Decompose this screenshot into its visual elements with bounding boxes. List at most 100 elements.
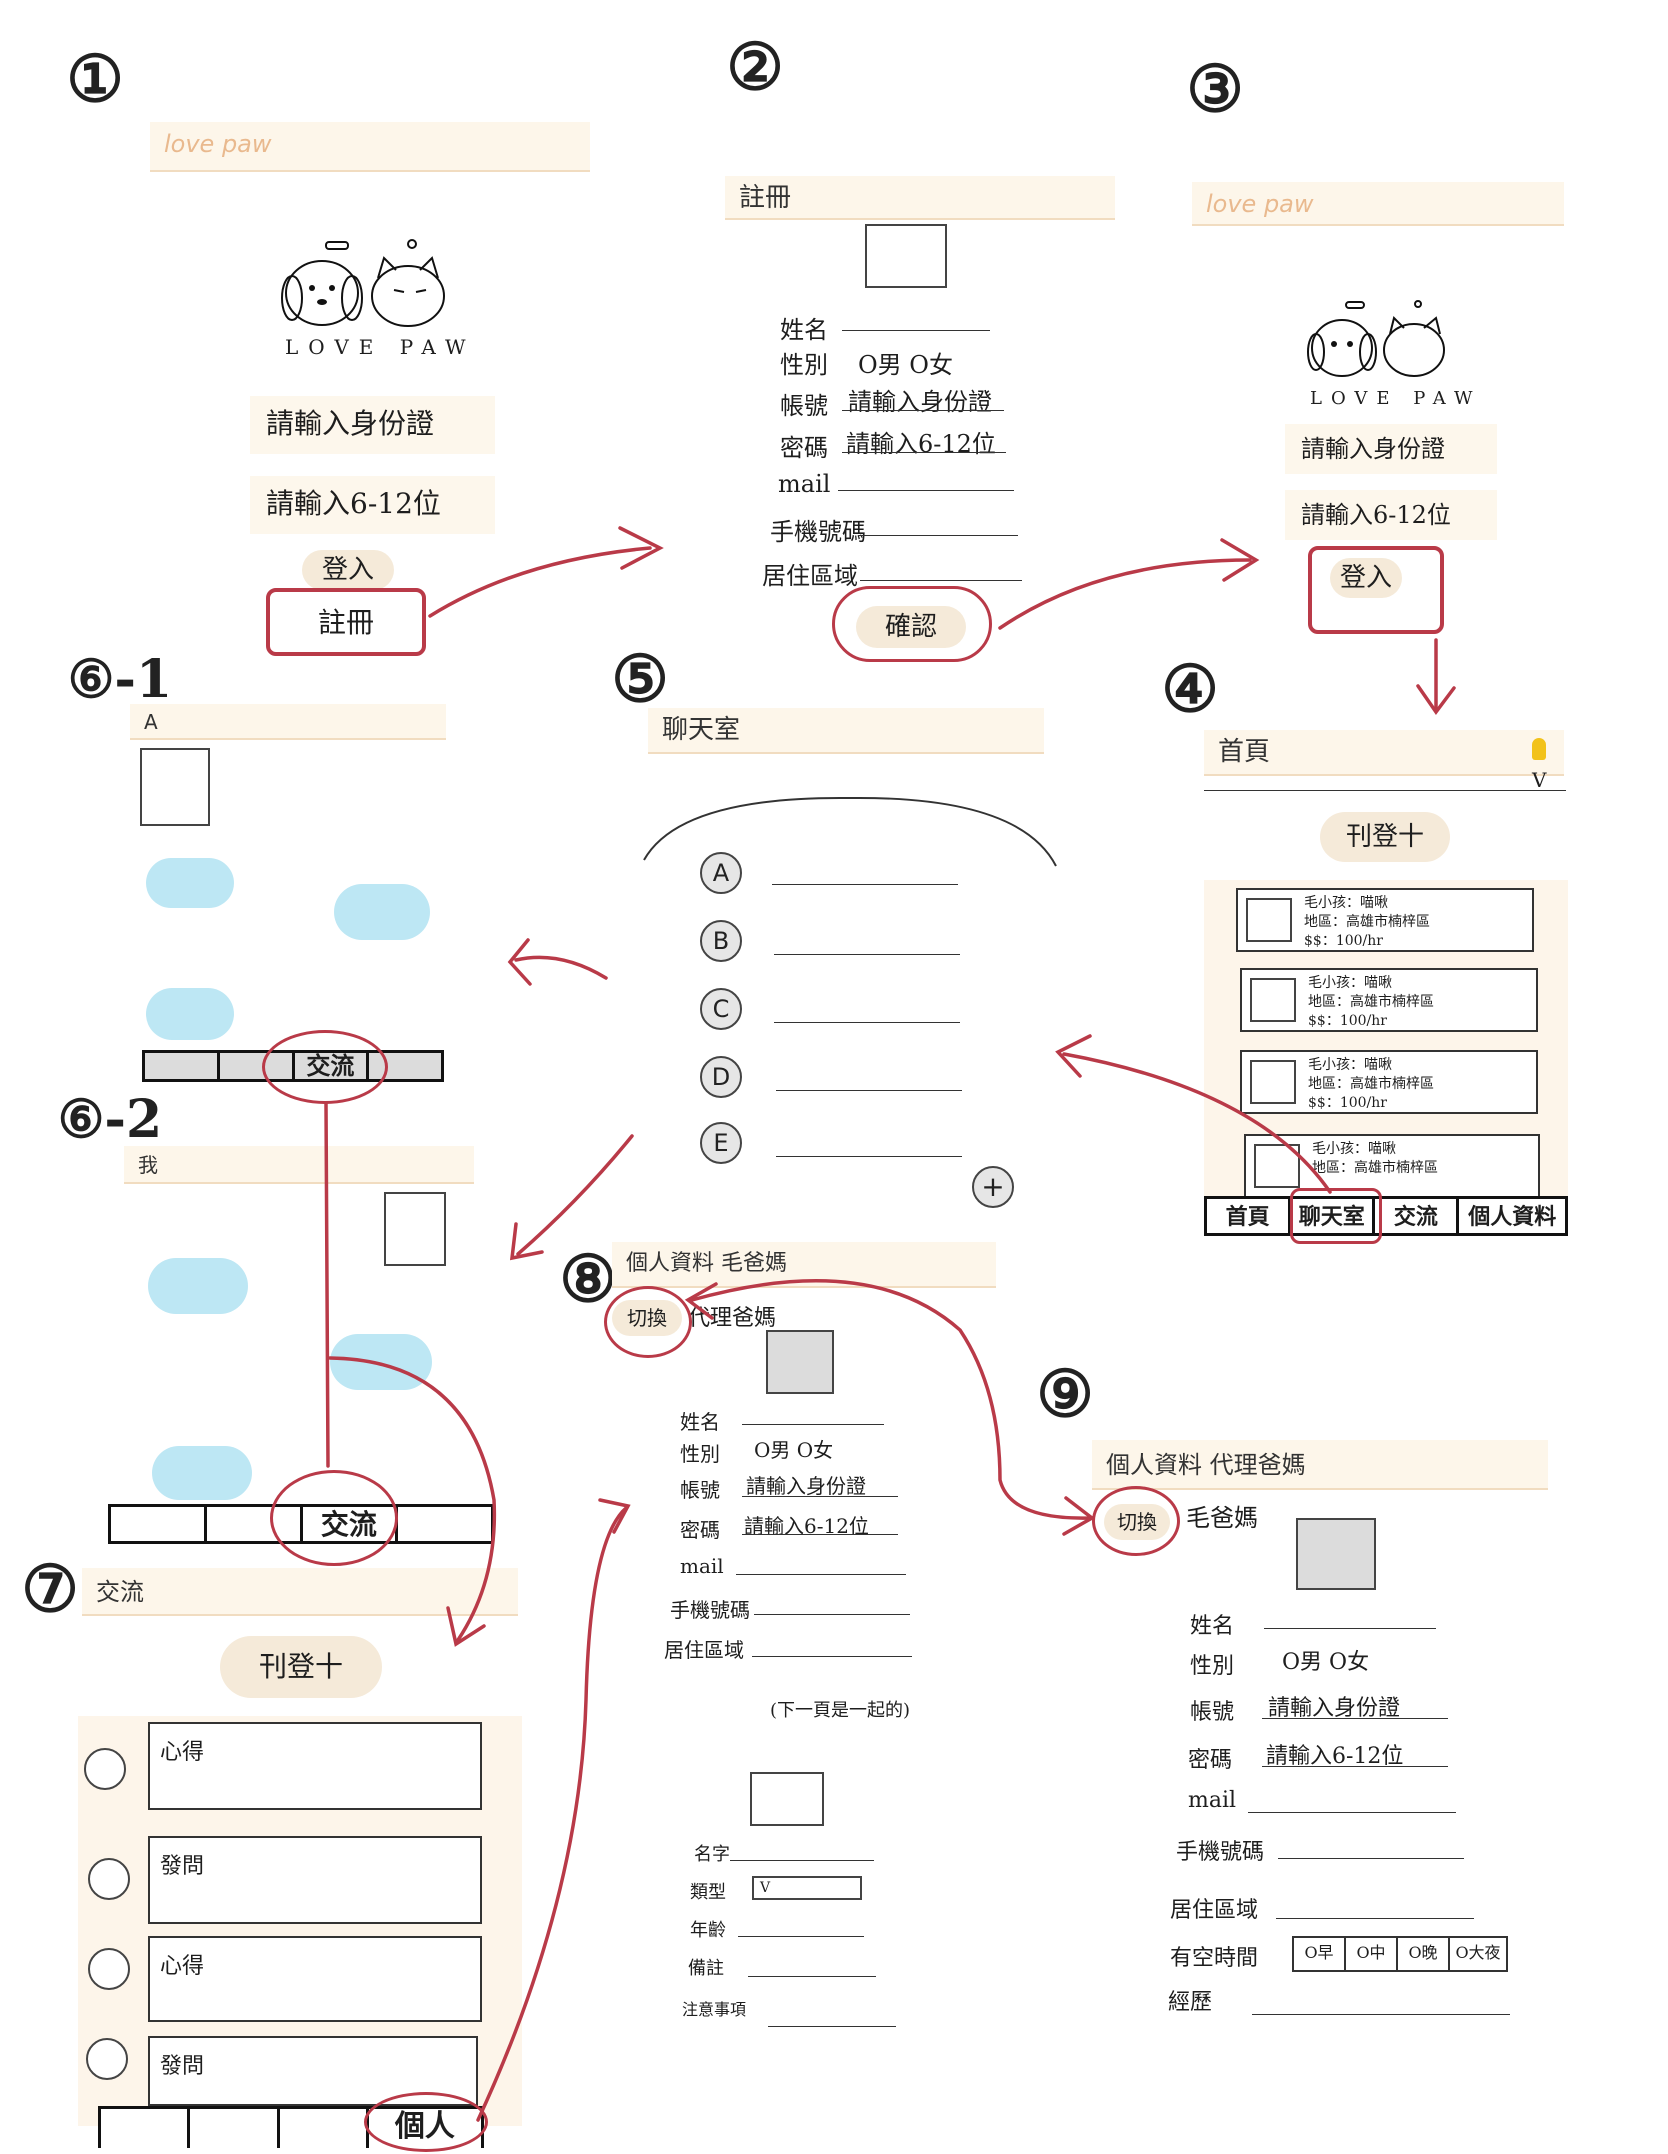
chat-a-image-placeholder[interactable] — [140, 748, 210, 826]
pet-type-dropdown[interactable]: V — [752, 1876, 862, 1900]
forum-post-button[interactable]: 刊登十 — [220, 1636, 382, 1698]
register-phone-line[interactable] — [858, 535, 1018, 536]
agent-name-line[interactable] — [1264, 1628, 1436, 1629]
pet-card[interactable]: 毛小孩：喵啾 地區：高雄市楠梓區 $$：100/hr — [1240, 1050, 1538, 1114]
profile-owner-avatar[interactable] — [766, 1330, 834, 1394]
arrow-home-to-chat — [1062, 1052, 1332, 1194]
owner-mail-line[interactable] — [736, 1574, 906, 1575]
logo-text: LOVE PAW — [285, 335, 476, 359]
register-area-line[interactable] — [860, 580, 1022, 581]
agent-label-name: 姓名 — [1190, 1614, 1235, 1639]
home-tab-bar: 首頁 聊天室 交流 個人資料 — [1204, 1196, 1568, 1236]
profile-switch-target: 毛爸媽 — [1186, 1504, 1258, 1532]
time-option-noon[interactable]: O中 — [1346, 1938, 1398, 1970]
post-avatar[interactable] — [88, 1948, 130, 1990]
line-a-to-forum — [324, 1102, 330, 1468]
owner-area-line[interactable] — [752, 1656, 912, 1657]
home-post-button[interactable]: 刊登十 — [1320, 812, 1450, 862]
post-type: 心得 — [160, 1740, 205, 1765]
contact-line — [776, 1156, 962, 1157]
time-option-late-night[interactable]: O大夜 — [1455, 1943, 1501, 1962]
login2-id-input[interactable]: 請輸入身份證 — [1285, 424, 1497, 474]
contact-avatar-c[interactable]: C — [700, 988, 742, 1030]
confirm-highlight — [832, 586, 992, 662]
arrow-chat-to-a — [514, 955, 608, 980]
time-option-evening[interactable]: O晚 — [1398, 1938, 1450, 1970]
register-avatar-placeholder[interactable] — [865, 224, 947, 288]
post-card[interactable]: 發問 — [148, 1836, 482, 1924]
bell-icon[interactable] — [1532, 738, 1546, 760]
owner-phone-line[interactable] — [754, 1614, 910, 1615]
home-dropdown[interactable]: V — [1532, 768, 1547, 792]
post-card[interactable]: 心得 — [148, 1936, 482, 2022]
pet-card[interactable]: 毛小孩：喵啾 地區：高雄市楠梓區 $$：100/hr — [1240, 968, 1538, 1032]
agent-experience-line[interactable] — [1252, 2014, 1510, 2015]
contact-avatar-b[interactable]: B — [700, 920, 742, 962]
login2-button[interactable]: 登入 — [1330, 558, 1402, 598]
chat-bubble-left — [152, 1446, 252, 1500]
post-avatar[interactable] — [86, 2038, 128, 2080]
add-chat-button[interactable]: + — [972, 1166, 1014, 1208]
register-button[interactable]: 註冊 — [266, 588, 426, 656]
pet-name-line[interactable] — [730, 1860, 874, 1861]
switch-highlight — [1092, 1486, 1180, 1556]
agent-account-input[interactable]: 請輸入身份證 — [1268, 1696, 1401, 1721]
tab-empty[interactable] — [145, 1053, 220, 1079]
register-label-mail: mail — [778, 470, 831, 498]
post-avatar[interactable] — [84, 1748, 126, 1790]
agent-mail-line[interactable] — [1248, 1812, 1456, 1813]
register-mail-line[interactable] — [838, 490, 1014, 491]
agent-area-line[interactable] — [1276, 1918, 1474, 1919]
pet-age-line[interactable] — [738, 1936, 864, 1937]
post-avatar[interactable] — [88, 1858, 130, 1900]
register-account-input[interactable]: 請輸入身份證 — [848, 388, 992, 416]
tab-empty[interactable] — [111, 1507, 207, 1541]
login2-password-input[interactable]: 請輸入6-12位 — [1285, 490, 1497, 540]
login-button[interactable]: 登入 — [302, 550, 394, 590]
profile-agent-header: 個人資料 代理爸媽 — [1092, 1440, 1548, 1490]
pet-card[interactable]: 毛小孩：喵啾 地區：高雄市楠梓區 — [1244, 1134, 1540, 1198]
login-password-input[interactable]: 請輸入6-12位 — [250, 476, 495, 534]
pet-logo-icon — [1307, 300, 1445, 377]
contact-avatar-d[interactable]: D — [700, 1056, 742, 1098]
card-pet-name: 毛小孩：喵啾 — [1308, 1057, 1392, 1073]
agent-label-mail: mail — [1188, 1788, 1237, 1813]
agent-gender-options[interactable]: O男 O女 — [1282, 1650, 1370, 1675]
pet-card[interactable]: 毛小孩：喵啾 地區：高雄市楠梓區 $$：100/hr — [1236, 888, 1534, 952]
tab-home[interactable]: 首頁 — [1207, 1199, 1292, 1233]
owner-name-line[interactable] — [742, 1424, 884, 1425]
arrow-forum-to-profile — [476, 1506, 628, 2122]
contact-avatar-a[interactable]: A — [700, 852, 742, 894]
pet-photo-placeholder[interactable] — [750, 1772, 824, 1826]
card-area: 地區：高雄市楠梓區 — [1308, 1076, 1434, 1092]
owner-account-input[interactable]: 請輸入身份證 — [746, 1474, 866, 1498]
card-pet-name: 毛小孩：喵啾 — [1312, 1141, 1396, 1157]
login-id-input[interactable]: 請輸入身份證 — [250, 396, 495, 454]
tab-chat[interactable]: 聊天室 — [1291, 1199, 1376, 1233]
agent-password-input[interactable]: 請輸入6-12位 — [1266, 1744, 1404, 1769]
pet-caution-line[interactable] — [768, 2026, 896, 2027]
login-highlight — [1308, 546, 1444, 634]
tab-empty[interactable] — [101, 2109, 191, 2148]
card-pet-name: 毛小孩：喵啾 — [1304, 895, 1388, 911]
tab-profile[interactable]: 個人資料 — [1468, 1204, 1557, 1230]
chat-me-image-placeholder[interactable] — [384, 1192, 446, 1266]
agent-phone-line[interactable] — [1278, 1858, 1464, 1859]
owner-gender-options[interactable]: O男 O女 — [754, 1438, 834, 1462]
pet-note-line[interactable] — [748, 1976, 876, 1977]
register-confirm-button[interactable]: 確認 — [856, 606, 966, 648]
register-gender-options[interactable]: O男 O女 — [858, 351, 953, 379]
register-password-input[interactable]: 請輸入6-12位 — [846, 430, 996, 458]
step-6-1-number: ⑥-1 — [67, 649, 173, 710]
contact-avatar-e[interactable]: E — [700, 1122, 742, 1164]
arrow-profile-switch — [690, 1279, 1092, 1520]
profile-agent-avatar[interactable] — [1296, 1518, 1376, 1590]
tab-forum[interactable]: 交流 — [1375, 1199, 1460, 1233]
tab-empty[interactable] — [190, 2109, 280, 2148]
time-option-morning[interactable]: O早 — [1294, 1938, 1346, 1970]
step-9-number: ⑨ — [1036, 1357, 1094, 1432]
post-card[interactable]: 心得 — [148, 1722, 482, 1810]
contact-line — [776, 1090, 962, 1091]
register-name-line[interactable] — [842, 330, 990, 331]
